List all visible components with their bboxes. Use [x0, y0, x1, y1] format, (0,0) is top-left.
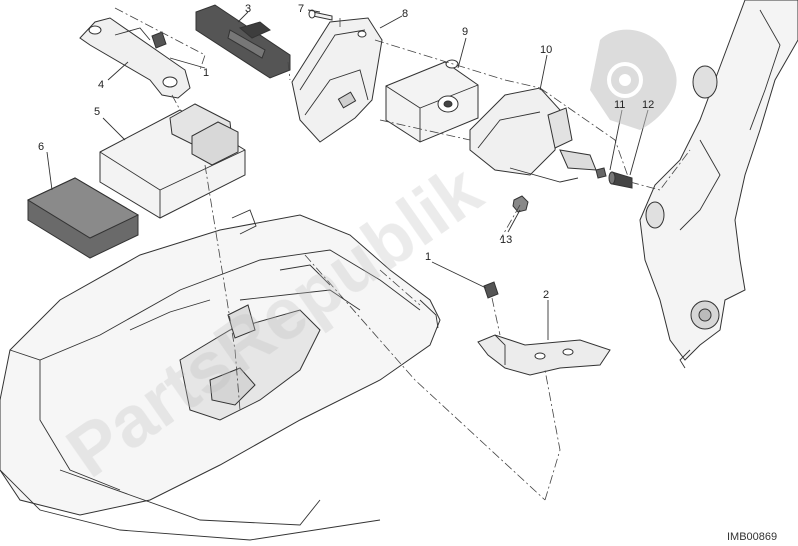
label-3: 3 [245, 3, 251, 15]
part-8-cover [291, 17, 383, 143]
diagram-code: IMB00869 [727, 531, 777, 543]
label-1-lower: 1 [425, 251, 431, 263]
part-4-bracket [79, 17, 191, 99]
part-10-relay-holder [469, 87, 597, 183]
frame-part [639, 0, 798, 369]
label-12: 12 [642, 99, 654, 111]
part-3-rubber-strip [195, 4, 291, 79]
part-6-pad [26, 177, 140, 259]
label-11: 11 [614, 99, 625, 111]
label-8: 8 [402, 8, 408, 20]
label-6: 6 [38, 141, 44, 153]
label-4: 4 [98, 79, 104, 91]
leader-lines [46, 9, 649, 340]
part-7-screw [308, 9, 333, 21]
label-10: 10 [540, 44, 552, 56]
part-labels: 3 4 1 5 6 7 8 9 10 11 12 13 1 2 [38, 3, 654, 301]
part-5-ecu-box [99, 103, 246, 219]
label-2: 2 [543, 289, 549, 301]
part-1-screw [483, 281, 499, 299]
watermark-gear-icon [590, 29, 677, 130]
label-13: 13 [500, 234, 512, 246]
part-2-clip [477, 334, 611, 376]
label-1: 1 [203, 67, 209, 79]
label-9: 9 [462, 26, 468, 38]
assembly-lines [114, 7, 691, 501]
part-9-module [385, 59, 479, 143]
underseat-tray [0, 209, 441, 541]
part-11-12-connectors [595, 167, 633, 189]
label-7: 7 [298, 3, 304, 15]
label-5: 5 [94, 106, 100, 118]
part-13-nut [512, 195, 529, 213]
